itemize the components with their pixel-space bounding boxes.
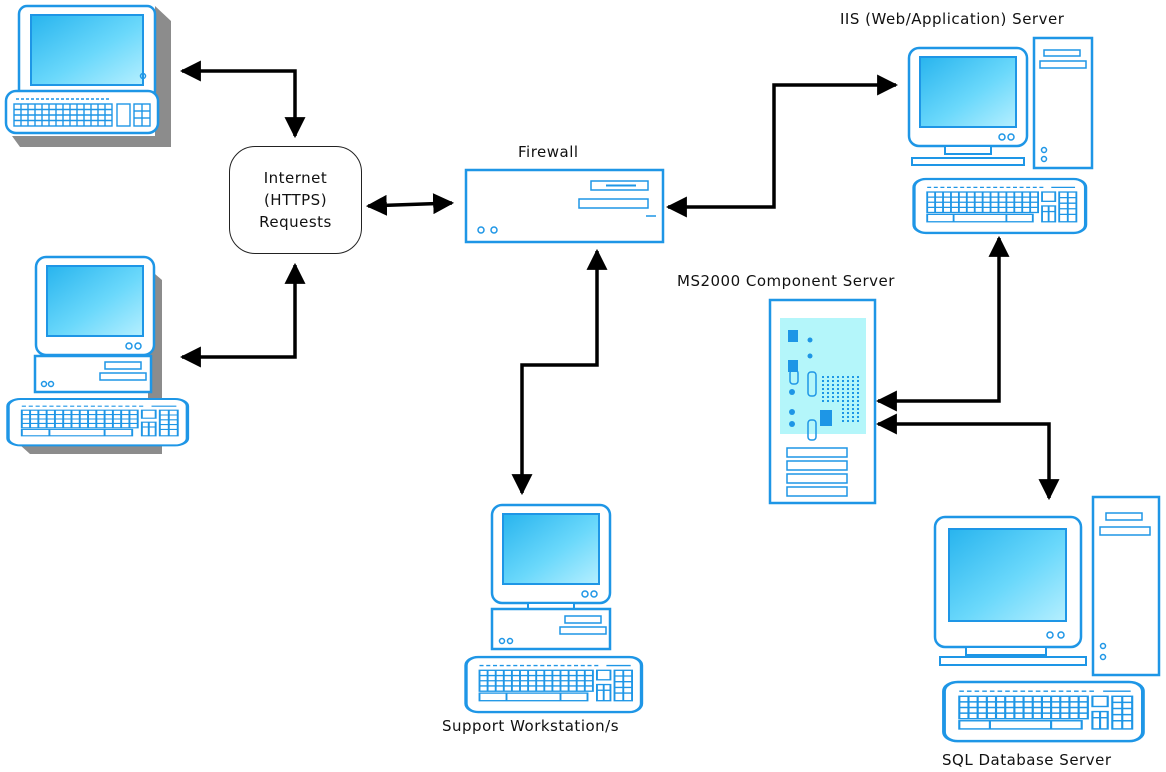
laptop-icon xyxy=(4,4,171,147)
tower-server-icon xyxy=(907,36,1094,235)
rack-server-icon xyxy=(768,298,877,505)
firewall-appliance-icon xyxy=(464,168,665,244)
tower-server-icon xyxy=(933,495,1161,744)
sql-server-label: SQL Database Server xyxy=(942,751,1112,769)
internet-requests-node: Internet (HTTPS) Requests xyxy=(229,146,362,254)
internet-label-line3: Requests xyxy=(259,213,332,231)
component-server-label: MS2000 Component Server xyxy=(677,272,895,290)
internet-label-line1: Internet xyxy=(263,169,328,187)
desktop-computer-icon xyxy=(6,255,190,454)
internet-label-line2: (HTTPS) xyxy=(263,191,328,209)
support-workstation-label: Support Workstation/s xyxy=(442,717,620,735)
firewall-label: Firewall xyxy=(518,143,579,161)
desktop-computer-icon xyxy=(464,503,644,714)
iis-server-label: IIS (Web/Application) Server xyxy=(840,10,1065,28)
bidirectional-arrow-icon xyxy=(179,60,1060,501)
